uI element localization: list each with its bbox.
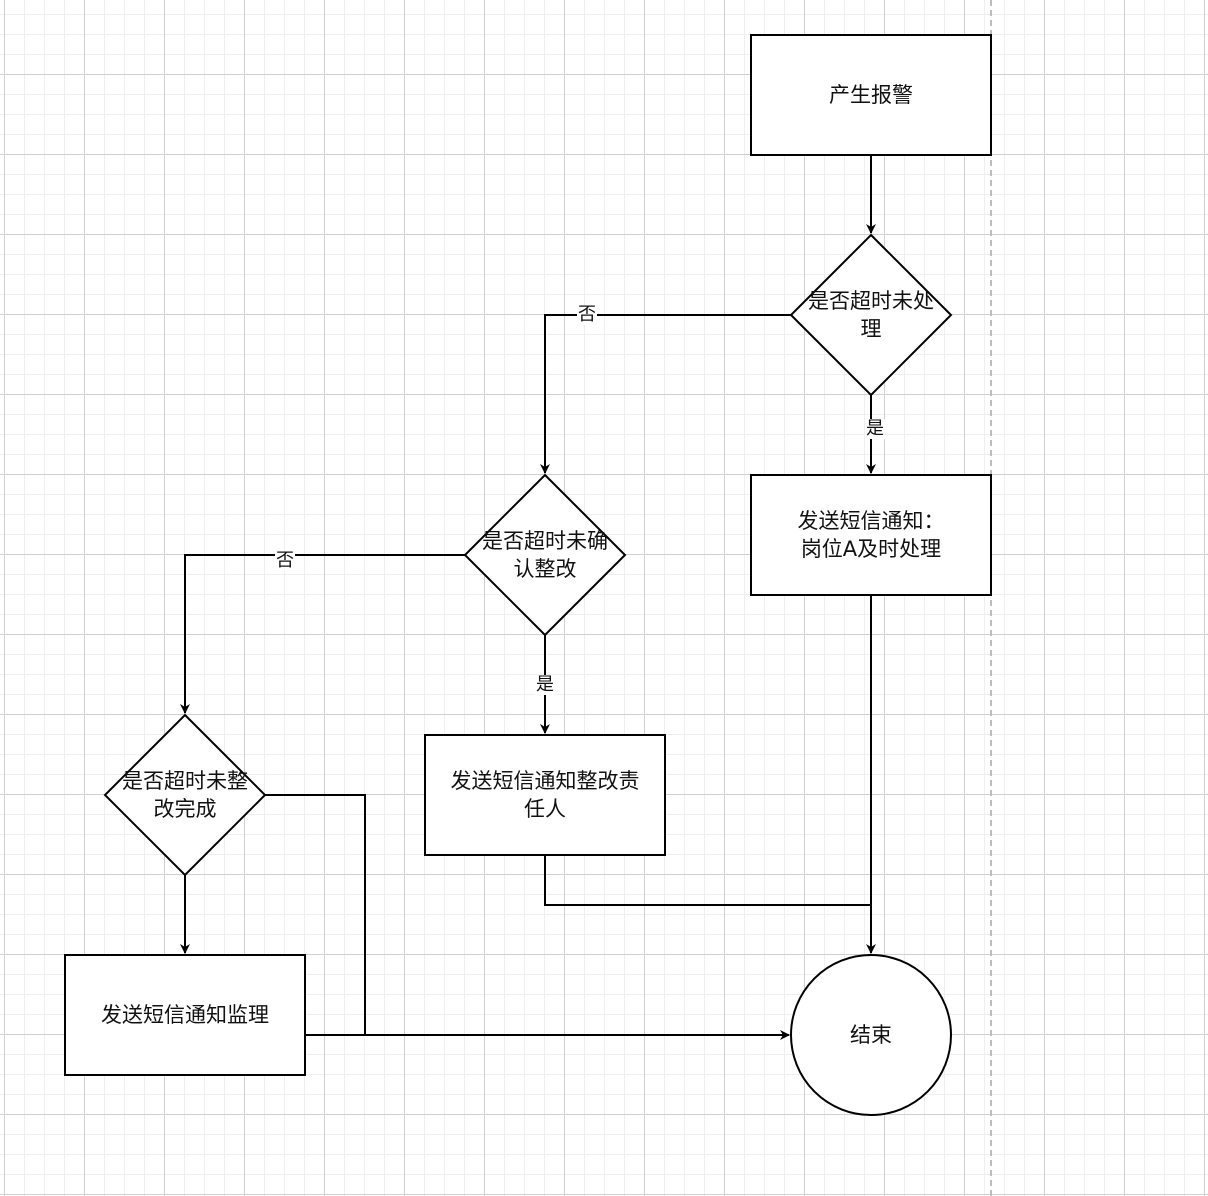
node-notify-post-a[interactable] <box>750 474 992 596</box>
edge-incomplete-to-end[interactable] <box>265 794 366 1035</box>
edge-responsible-to-end[interactable] <box>544 855 871 906</box>
edge-unconfirmed-no[interactable] <box>180 554 465 714</box>
decision-unconfirmed-label: 是否超时未确 认整改 <box>482 529 608 581</box>
node-decision-unconfirmed[interactable] <box>463 473 627 637</box>
edge-unhandled-no[interactable] <box>540 314 791 474</box>
node-decision-unhandled[interactable] <box>789 233 953 397</box>
notify-responsible-label: 发送短信通知整改责 任人 <box>450 769 640 821</box>
edge-label-unhandled-no: 否 <box>577 304 597 325</box>
end-label: 结束 <box>850 1023 892 1047</box>
node-end[interactable] <box>790 954 952 1116</box>
node-notify-supervisor[interactable] <box>64 954 306 1076</box>
notify-post-a-label: 发送短信通知： 岗位A及时处理 <box>797 509 945 561</box>
decision-incomplete-label: 是否超时未整 改完成 <box>122 769 248 821</box>
notify-supervisor-label: 发送短信通知监理 <box>101 1003 269 1027</box>
edge-label-unhandled-yes: 是 <box>865 418 885 439</box>
edge-label-unconfirmed-no: 否 <box>275 550 295 571</box>
decision-unhandled-label: 是否超时未处 理 <box>808 289 934 341</box>
node-start[interactable] <box>750 34 992 156</box>
node-notify-responsible[interactable] <box>424 734 666 856</box>
start-label: 产生报警 <box>829 83 913 107</box>
edge-label-unconfirmed-yes: 是 <box>535 674 555 695</box>
node-decision-incomplete[interactable] <box>103 713 267 877</box>
